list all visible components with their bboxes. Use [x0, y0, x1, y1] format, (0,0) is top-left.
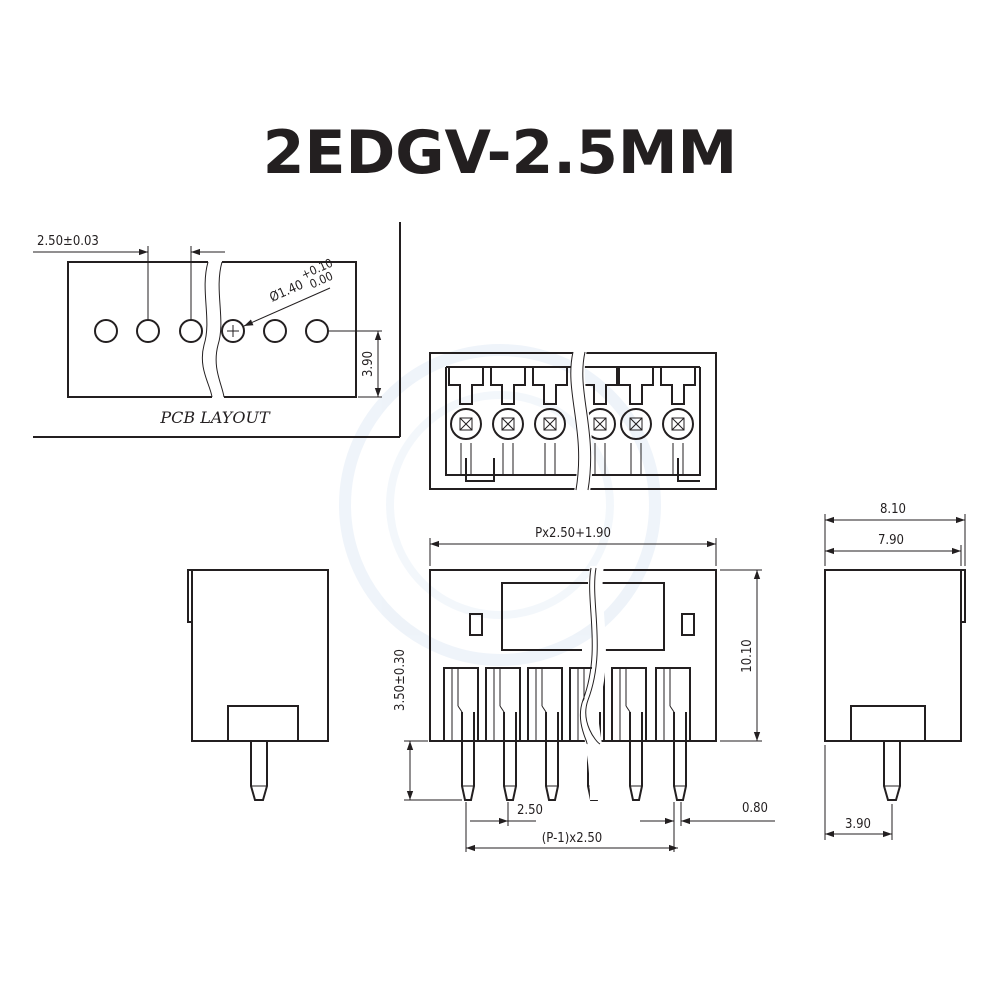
top-view-tab [677, 458, 700, 482]
top-view-contacts [448, 367, 696, 475]
outer-depth-label: 8.10 [880, 502, 906, 517]
screw-head [620, 408, 652, 440]
contact-separator [660, 367, 696, 405]
left-side-window [227, 705, 299, 742]
screw-head [662, 408, 694, 440]
front-view: Px2.50+1.90 10.10 3.50±0.30 2.50 0.80 (P… [393, 526, 775, 852]
break-line [201, 261, 213, 398]
screw-slot-line [671, 417, 685, 431]
pin-slot [611, 667, 647, 741]
watermark-logo [339, 344, 661, 666]
top-view-outline-left [429, 352, 576, 490]
pin-slot [443, 667, 479, 741]
pin-offset-label: 3.90 [845, 817, 871, 832]
span-label: (P-1)x2.50 [542, 831, 603, 846]
contact-separator [448, 367, 484, 405]
pin [629, 712, 643, 801]
pcb-layout-caption: PCB LAYOUT [159, 408, 271, 427]
pin-slot [527, 667, 563, 741]
right-side-step [960, 569, 966, 623]
pcb-board-outline-left [67, 261, 212, 398]
pin-width-label: 0.80 [742, 801, 768, 816]
left-side-outline [187, 569, 329, 742]
pcb-board-outline-right [222, 261, 357, 398]
pcb-pitch-label: 2.50±0.03 [37, 234, 99, 249]
break-line [570, 351, 580, 491]
break-gap [570, 350, 593, 492]
pin [673, 712, 687, 801]
slot-wall [457, 705, 463, 713]
right-side-view: 8.10 7.90 3.90 [824, 502, 966, 840]
break-gap [581, 566, 606, 800]
pin-length-label: 3.50±0.30 [393, 649, 408, 711]
left-side-pin [250, 741, 268, 801]
front-view-outline-right [596, 569, 717, 742]
pcb-hole [136, 319, 160, 343]
pin [545, 712, 559, 801]
break-line [585, 567, 601, 745]
leader-line [243, 287, 331, 327]
screw-head [450, 408, 482, 440]
pin [503, 712, 517, 801]
top-view [429, 350, 717, 492]
top-view-outline-right [585, 352, 717, 490]
screw-head [534, 408, 566, 440]
top-view-tab [465, 458, 495, 482]
height-label: 10.10 [740, 639, 755, 672]
pin-pitch-label: 2.50 [517, 803, 543, 818]
screw-slot [671, 417, 685, 431]
screw-head [492, 408, 524, 440]
screw-slot-line [593, 417, 607, 431]
right-side-pin [883, 741, 901, 801]
slot-wall [625, 705, 631, 713]
slot-wall [499, 705, 505, 713]
front-window-left [501, 582, 588, 651]
pcb-hole-reference [221, 319, 245, 343]
page-title: 2EDGV-2.5MM [263, 118, 737, 188]
pin-slot [569, 667, 605, 741]
screw-slot [459, 417, 473, 431]
screw-slot-line [501, 417, 515, 431]
screw-slot [501, 417, 515, 431]
front-view-outline-left [429, 569, 591, 742]
pin-slot [655, 667, 691, 741]
pcb-hole [263, 319, 287, 343]
right-side-outline [824, 569, 962, 742]
front-view-pins [443, 667, 691, 801]
left-side-view [187, 569, 329, 801]
contact-separator [490, 367, 526, 405]
screw-slot-line [629, 417, 643, 431]
screw-slot-line [543, 417, 557, 431]
pin [461, 712, 475, 801]
pcb-hole [179, 319, 203, 343]
pcb-row-offset-label: 3.90 [361, 351, 376, 377]
contact-separator [618, 367, 654, 405]
pcb-hole [305, 319, 329, 343]
break-line [215, 261, 225, 398]
screw-slot [593, 417, 607, 431]
pcb-layout-view: 2.50±0.03 Ø1.40 +0.10 0.00 3.90 PCB LAYO… [33, 222, 401, 438]
screw-slot [629, 417, 643, 431]
pin-slot [485, 667, 521, 741]
break-line [579, 567, 593, 745]
break-line [582, 351, 592, 491]
overall-width-label: Px2.50+1.90 [535, 526, 611, 541]
pcb-hole [94, 319, 118, 343]
inner-depth-label: 7.90 [878, 533, 904, 548]
slot-wall [669, 705, 675, 713]
screw-slot [543, 417, 557, 431]
contact-separator [532, 367, 568, 405]
front-latch-slot [681, 613, 695, 636]
right-side-window [850, 705, 926, 742]
front-window-right [594, 582, 665, 651]
slot-wall [541, 705, 547, 713]
screw-slot-line [459, 417, 473, 431]
front-latch-slot [469, 613, 483, 636]
